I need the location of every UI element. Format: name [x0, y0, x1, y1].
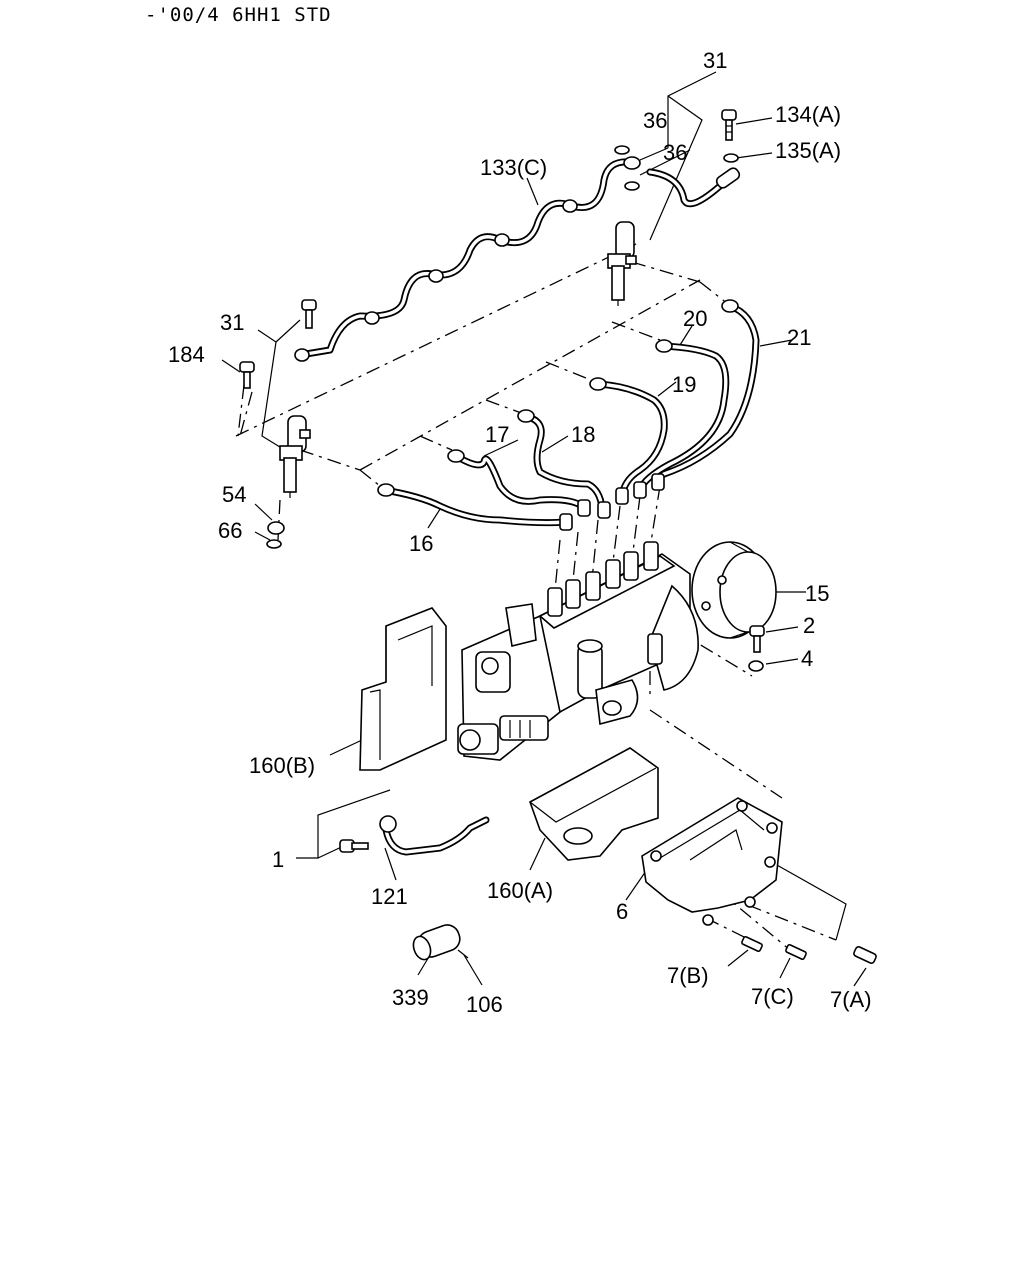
- callout-19: 19: [672, 372, 696, 397]
- callout-4: 4: [801, 646, 813, 671]
- washers: [266, 145, 764, 672]
- callout-160a: 160(A): [487, 878, 553, 903]
- callout-7b: 7(B): [667, 963, 709, 988]
- callout-2: 2: [803, 613, 815, 638]
- injection-pipes: [377, 299, 760, 531]
- callout-31-top: 31: [703, 48, 727, 73]
- injector-right: [607, 221, 637, 306]
- bolt-184: [239, 299, 317, 389]
- cover-160a: [529, 747, 659, 861]
- injector-left: [279, 415, 311, 498]
- callout-16: 16: [409, 531, 433, 556]
- timer-15: [691, 541, 777, 639]
- callout-6: 6: [616, 899, 628, 924]
- callout-7a: 7(A): [830, 987, 872, 1012]
- callout-133c: 133(C): [480, 155, 547, 180]
- callout-17: 17: [485, 422, 509, 447]
- callout-18: 18: [571, 422, 595, 447]
- callout-36-b: 36: [663, 140, 687, 165]
- bolts-7: [741, 936, 877, 964]
- callout-184: 184: [168, 342, 205, 367]
- leader-lines: [221, 71, 867, 987]
- callout-54: 54: [222, 482, 246, 507]
- callout-339: 339: [392, 985, 429, 1010]
- callout-31-left: 31: [220, 310, 244, 335]
- leak-off-pipe-133c: [294, 156, 741, 362]
- callout-15: 15: [805, 581, 829, 606]
- callout-1: 1: [272, 847, 284, 872]
- bolt-2: [749, 625, 765, 653]
- callout-21: 21: [787, 325, 811, 350]
- callout-135a: 135(A): [775, 138, 841, 163]
- callout-160b: 160(B): [249, 753, 315, 778]
- callout-7c: 7(C): [751, 984, 794, 1009]
- callout-134a: 134(A): [775, 102, 841, 127]
- injection-pump: [457, 541, 699, 761]
- callout-121: 121: [371, 884, 408, 909]
- sleeve-339: [412, 924, 469, 961]
- cover-160b: [359, 607, 447, 771]
- callout-36-a: 36: [643, 108, 667, 133]
- model-header: -'00/4 6HH1 STD: [145, 4, 332, 26]
- pipe-121: [339, 815, 490, 856]
- bracket-6: [641, 797, 783, 926]
- callout-labels: 31 36 36 134(A) 135(A) 133(C) 31 184 20 …: [168, 48, 872, 1017]
- callout-20: 20: [683, 306, 707, 331]
- callout-66: 66: [218, 518, 242, 543]
- callout-106: 106: [466, 992, 503, 1017]
- bolt-134a: [721, 109, 737, 141]
